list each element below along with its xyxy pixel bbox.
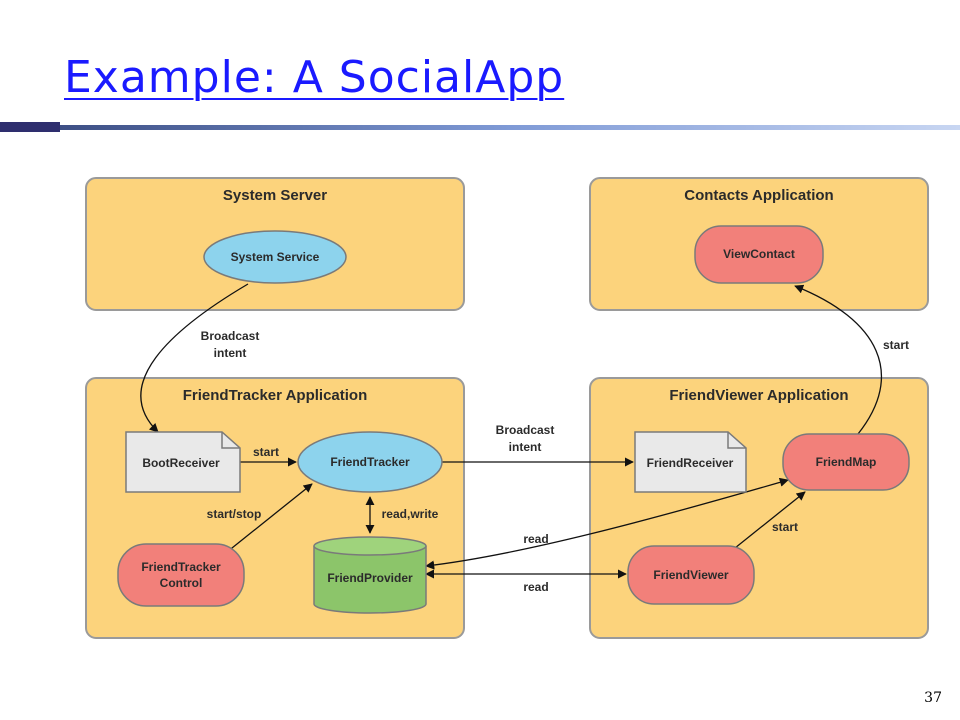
label-start-viewer: start (772, 520, 798, 534)
diagram-edges (140, 283, 882, 579)
svg-text:Control: Control (160, 576, 203, 590)
label-start-boot: start (253, 445, 279, 459)
title-rule (60, 125, 960, 130)
label-read-write: read,write (382, 507, 439, 521)
svg-text:ViewContact: ViewContact (723, 247, 795, 261)
slide-number: 37 (924, 690, 942, 706)
friend-receiver-node: FriendReceiver (634, 431, 747, 493)
label-read-viewer: read (523, 580, 548, 594)
title-rule-left (0, 122, 60, 132)
friendviewer-app-label: FriendViewer Application (669, 387, 848, 404)
label-broadcast-intent-2b: intent (509, 440, 542, 454)
label-start-contact: start (883, 338, 909, 352)
boot-receiver-node: BootReceiver (125, 431, 241, 493)
edge-labels: Broadcast intent start start/stop read,w… (201, 329, 909, 594)
label-broadcast-intent-1a: Broadcast (201, 329, 260, 343)
slide-title: Example: A SocialApp (64, 52, 565, 103)
contacts-app-label: Contacts Application (684, 187, 833, 204)
system-server-label: System Server (223, 187, 327, 204)
svg-text:BootReceiver: BootReceiver (142, 456, 220, 470)
svg-text:FriendProvider: FriendProvider (327, 571, 413, 585)
edge-system-to-bootreceiver (140, 283, 249, 433)
edge-friendviewer-to-friendmap (734, 491, 806, 549)
friend-viewer-node: FriendViewer (627, 545, 755, 605)
edge-friendmap-to-provider (425, 477, 789, 570)
system-service-node: System Service (203, 230, 347, 284)
friend-map-node: FriendMap (782, 433, 910, 491)
friend-provider-node: FriendProvider (313, 536, 427, 614)
label-start-stop: start/stop (207, 507, 262, 521)
edge-friendmap-to-viewcontact (794, 284, 882, 435)
label-read-map: read (523, 532, 548, 546)
friendtracker-app-label: FriendTracker Application (183, 387, 368, 404)
svg-text:FriendMap: FriendMap (816, 455, 877, 469)
svg-text:FriendViewer: FriendViewer (653, 568, 728, 582)
view-contact-node: ViewContact (694, 225, 824, 284)
svg-text:FriendReceiver: FriendReceiver (647, 456, 734, 470)
label-broadcast-intent-2a: Broadcast (496, 423, 555, 437)
svg-text:FriendTracker: FriendTracker (330, 455, 410, 469)
friend-tracker-control-node: FriendTracker Control (117, 543, 245, 607)
svg-text:System Service: System Service (231, 250, 320, 264)
edge-control-to-friendtracker (221, 483, 313, 557)
label-broadcast-intent-1b: intent (214, 346, 247, 360)
svg-text:FriendTracker: FriendTracker (141, 560, 221, 574)
friend-tracker-node: FriendTracker (297, 431, 443, 493)
